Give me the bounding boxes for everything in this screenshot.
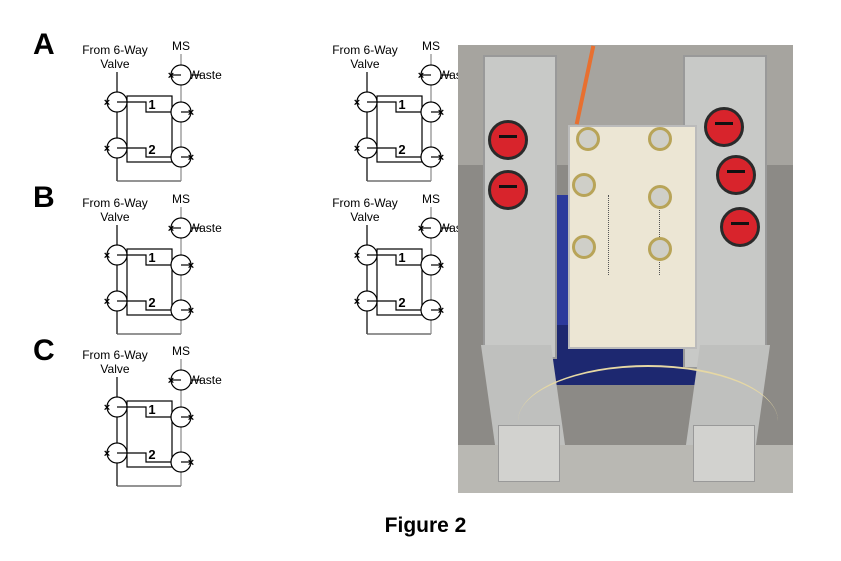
blocked-port-icon: × (438, 305, 444, 317)
column-2-label: 2 (148, 295, 155, 310)
blocked-port-icon: × (188, 412, 194, 424)
column-2-label: 2 (398, 295, 405, 310)
column-1-label: 1 (398, 250, 405, 265)
column-1-label: 1 (398, 97, 405, 112)
source-label: From 6-Way (82, 43, 148, 57)
panel-label-a: A (33, 28, 55, 61)
waste-label: Waste (188, 68, 222, 82)
column-2-label: 2 (148, 447, 155, 462)
source-label-2: Valve (100, 210, 129, 224)
ms-label: MS (172, 39, 190, 53)
device-photo (458, 45, 793, 493)
blocked-port-icon: × (188, 305, 194, 317)
blocked-port-icon: × (354, 143, 360, 155)
waste-label: Waste (188, 373, 222, 387)
waste-label: Waste (188, 221, 222, 235)
ms-label: MS (172, 192, 190, 206)
valve-knob (488, 170, 528, 210)
blocked-port-icon: × (104, 448, 110, 460)
ms-label: MS (172, 344, 190, 358)
source-label: From 6-Way (332, 43, 398, 57)
blocked-port-icon: × (168, 70, 174, 82)
panel-label-b: B (33, 181, 55, 214)
blocked-port-icon: × (104, 402, 110, 414)
column-1-label: 1 (148, 402, 155, 417)
ms-label: MS (422, 39, 440, 53)
left-bracket (483, 55, 557, 359)
blocked-port-icon: × (104, 296, 110, 308)
blocked-port-icon: × (354, 250, 360, 262)
column-loop (376, 95, 423, 163)
column-1-path (127, 254, 171, 266)
blocked-port-icon: × (168, 223, 174, 235)
column-1-path (377, 101, 421, 113)
blocked-port-icon: × (438, 152, 444, 164)
panel-label-c: C (33, 334, 55, 367)
source-label: From 6-Way (82, 196, 148, 210)
figure-caption: Figure 2 (384, 514, 467, 537)
column-1-label: 1 (148, 97, 155, 112)
blocked-port-icon: × (188, 457, 194, 469)
blocked-port-icon: × (354, 296, 360, 308)
blocked-port-icon: × (104, 97, 110, 109)
source-label-2: Valve (350, 210, 379, 224)
column-1-path (127, 101, 171, 113)
valve-knob (716, 155, 756, 195)
blocked-port-icon: × (104, 143, 110, 155)
column-2-path (127, 147, 171, 158)
blocked-port-icon: × (438, 107, 444, 119)
column-2-path (377, 147, 421, 158)
valve-knob (720, 207, 760, 247)
source-label: From 6-Way (82, 348, 148, 362)
column-loop (126, 400, 173, 468)
column-1-path (377, 254, 421, 266)
ms-label: MS (422, 192, 440, 206)
column-2-path (127, 300, 171, 311)
valve-knob (488, 120, 528, 160)
source-label-2: Valve (350, 57, 379, 71)
column-2-path (377, 300, 421, 311)
blocked-port-icon: × (188, 260, 194, 272)
column-1-label: 1 (148, 250, 155, 265)
source-label-2: Valve (100, 362, 129, 376)
blocked-port-icon: × (438, 260, 444, 272)
column-loop (376, 248, 423, 316)
source-label: From 6-Way (332, 196, 398, 210)
column-1-path (127, 406, 171, 418)
column-2-path (127, 452, 171, 463)
column-loop (126, 248, 173, 316)
blocked-port-icon: × (188, 152, 194, 164)
blocked-port-icon: × (354, 97, 360, 109)
blocked-port-icon: × (418, 70, 424, 82)
blocked-port-icon: × (188, 107, 194, 119)
column-2-label: 2 (398, 142, 405, 157)
column-loop (126, 95, 173, 163)
blocked-port-icon: × (418, 223, 424, 235)
blocked-port-icon: × (104, 250, 110, 262)
column-2-label: 2 (148, 142, 155, 157)
valve-knob (704, 107, 744, 147)
blocked-port-icon: × (168, 375, 174, 387)
source-label-2: Valve (100, 57, 129, 71)
